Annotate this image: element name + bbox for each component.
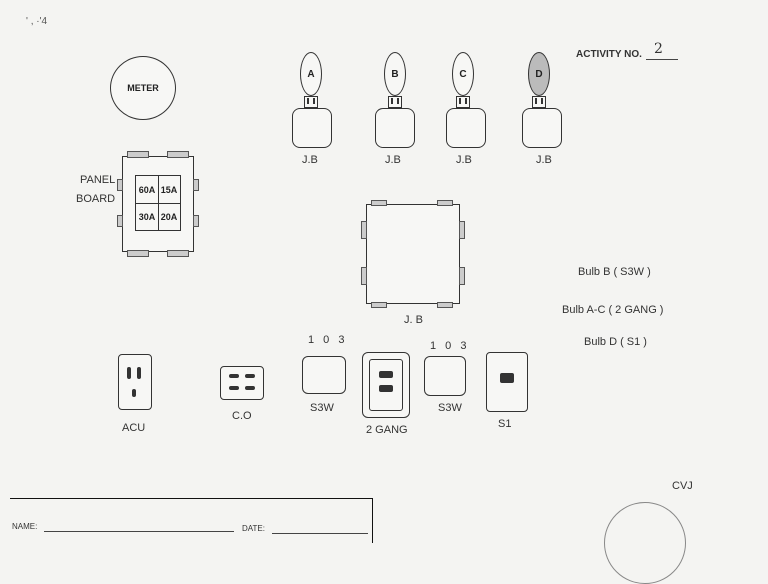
outlet-slot bbox=[229, 386, 239, 390]
jb-tab bbox=[437, 302, 453, 308]
breaker-grid: 60A 15A 30A 20A bbox=[135, 175, 181, 231]
panel-tab bbox=[167, 250, 189, 257]
legend-bulb-a-c: Bulb A-C ( 2 GANG ) bbox=[562, 304, 664, 316]
name-field bbox=[44, 531, 234, 532]
panel-tab bbox=[127, 250, 149, 257]
panel-tab bbox=[167, 151, 189, 158]
signature: CVJ bbox=[672, 480, 693, 492]
jb-tab bbox=[361, 267, 367, 285]
bulb-socket bbox=[456, 96, 470, 108]
breaker-15a: 15A bbox=[160, 185, 178, 195]
breaker-60a: 60A bbox=[138, 185, 156, 195]
rocker bbox=[500, 373, 514, 383]
bulb-a: A bbox=[300, 52, 322, 96]
two-gang-switch bbox=[362, 352, 410, 418]
co-label: C.O bbox=[232, 410, 252, 422]
jb-label: J.B bbox=[536, 154, 552, 166]
jb-tab bbox=[437, 200, 453, 206]
main-junction-box bbox=[361, 200, 465, 308]
two-gang-label: 2 GANG bbox=[366, 424, 408, 436]
jb-tab bbox=[371, 302, 387, 308]
jb-tab bbox=[371, 200, 387, 206]
jb-label: J.B bbox=[385, 154, 401, 166]
panel-tab bbox=[193, 215, 199, 227]
panel-tab bbox=[117, 179, 123, 191]
bulb-b: B bbox=[384, 52, 406, 96]
bulb-letter: A bbox=[307, 68, 315, 80]
panel-tab bbox=[193, 179, 199, 191]
bulb-letter: B bbox=[391, 68, 399, 80]
s3w-terminals: 1 0 3 bbox=[308, 334, 348, 346]
s3w-terminals: 1 0 3 bbox=[430, 340, 470, 352]
jb-tab bbox=[459, 221, 465, 239]
activity-number: 2 bbox=[654, 41, 663, 57]
breaker-20a: 20A bbox=[160, 212, 178, 222]
bulb-socket bbox=[304, 96, 318, 108]
s3w-label: S3W bbox=[438, 402, 462, 414]
breaker-divider bbox=[136, 203, 180, 204]
junction-box bbox=[446, 108, 486, 148]
activity-underline bbox=[646, 59, 678, 60]
bulb-letter: C bbox=[459, 68, 467, 80]
corner-mark: ' , ·'4 bbox=[26, 16, 48, 27]
bulb-socket bbox=[532, 96, 546, 108]
acu-outlet bbox=[118, 354, 152, 410]
outlet-slot bbox=[229, 374, 239, 378]
jb-label: J.B bbox=[456, 154, 472, 166]
jb-label: J.B bbox=[302, 154, 318, 166]
date-field bbox=[272, 533, 368, 534]
rocker bbox=[379, 371, 393, 378]
junction-box bbox=[522, 108, 562, 148]
jb-tab bbox=[459, 267, 465, 285]
junction-box bbox=[375, 108, 415, 148]
s3w-switch-left bbox=[302, 356, 346, 394]
bulb-d: D bbox=[528, 52, 550, 96]
panel-label-2: BOARD bbox=[76, 193, 116, 205]
meter: METER bbox=[110, 56, 176, 120]
junction-box bbox=[292, 108, 332, 148]
footer-box bbox=[10, 498, 373, 543]
main-jb-label: J. B bbox=[404, 314, 423, 326]
legend-bulb-d: Bulb D ( S1 ) bbox=[584, 336, 647, 348]
panel-tab bbox=[117, 215, 123, 227]
panel-board: 60A 15A 30A 20A bbox=[117, 151, 199, 257]
jb-tab bbox=[361, 221, 367, 239]
outlet-slot bbox=[127, 367, 131, 379]
outlet-ground bbox=[132, 389, 136, 397]
panel-label-1: PANEL bbox=[80, 174, 116, 186]
bulb-letter: D bbox=[535, 68, 543, 80]
outlet-slot bbox=[137, 367, 141, 379]
breaker-30a: 30A bbox=[138, 212, 156, 222]
s3w-switch-right bbox=[424, 356, 466, 396]
name-label: NAME: bbox=[12, 522, 38, 531]
outlet-slot bbox=[245, 374, 255, 378]
convenience-outlet bbox=[220, 366, 264, 400]
legend-bulb-b: Bulb B ( S3W ) bbox=[578, 266, 651, 278]
decorative-circle bbox=[604, 502, 686, 584]
meter-label: METER bbox=[127, 83, 159, 93]
bulb-c: C bbox=[452, 52, 474, 96]
acu-label: ACU bbox=[122, 422, 146, 434]
s1-label: S1 bbox=[498, 418, 512, 430]
s3w-label: S3W bbox=[310, 402, 334, 414]
rocker bbox=[379, 385, 393, 392]
activity-label: ACTIVITY NO. bbox=[576, 49, 642, 60]
s1-switch bbox=[486, 352, 528, 412]
outlet-slot bbox=[245, 386, 255, 390]
switch-plate bbox=[369, 359, 403, 411]
bulb-socket bbox=[388, 96, 402, 108]
date-label: DATE: bbox=[242, 524, 265, 533]
panel-tab bbox=[127, 151, 149, 158]
